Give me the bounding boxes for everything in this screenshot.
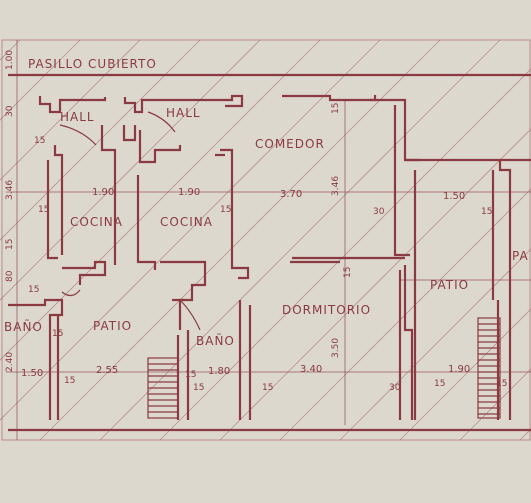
stair-outline (477, 317, 501, 419)
dim-180: 1.80 (208, 366, 230, 377)
dim-340: 3.40 (300, 364, 322, 375)
room-bano-mid: BAÑO (196, 333, 235, 348)
hatch-line (339, 248, 531, 441)
room-dormitorio: DORMITORIO (282, 303, 371, 317)
hatch-line (99, 39, 501, 441)
hatch-line (459, 368, 531, 441)
dim-150-l: 1.50 (21, 368, 43, 379)
wall-mark: 30 (389, 383, 401, 393)
wall-mark: 15 (496, 379, 507, 389)
hatch-line (399, 308, 531, 441)
dim-190-b: 1.90 (178, 187, 200, 198)
wall-mark: 15 (220, 205, 231, 215)
dimension-lines (6, 40, 531, 440)
room-hall-left: HALL (60, 110, 95, 124)
dim-v-15-left: 15 (5, 239, 15, 250)
dim-370: 3.70 (280, 189, 302, 200)
dim-v-350: 3.50 (331, 338, 341, 358)
room-patio-right: PATIO (430, 278, 469, 292)
hatch-line (0, 39, 81, 121)
wall-thickness-marks: 15 15 15 15 15 15 15 15 15 15 15 30 30 1… (28, 136, 507, 393)
hatch-line (0, 39, 201, 241)
wall-mark: 15 (481, 207, 492, 217)
dim-255: 2.55 (96, 365, 118, 376)
hatch-line (0, 39, 381, 421)
wall-mark: 30 (373, 207, 385, 217)
room-cocina-left: COCINA (70, 215, 123, 229)
hatch-line (39, 39, 441, 441)
wall-mark: 15 (38, 205, 49, 215)
door-swings (59, 111, 201, 331)
dim-190-a: 1.90 (92, 187, 114, 198)
dim-150-r: 1.50 (443, 191, 465, 202)
dim-v-15-mid: 15 (343, 267, 353, 278)
wall-mark: 15 (193, 383, 204, 393)
room-pasillo: PASILLO CUBIERTO (28, 57, 157, 71)
wall-mark: 15 (185, 370, 196, 380)
dim-v-100: 1.00 (5, 50, 15, 70)
diagonal-hatching (0, 39, 531, 441)
wall-mark: 15 (52, 329, 63, 339)
wall-mark: 15 (28, 285, 39, 295)
dim-v-346: 3.46 (331, 176, 341, 196)
walls (8, 73, 531, 432)
dim-v-30: 30 (5, 105, 15, 117)
dimension-labels: 1.90 1.90 3.70 1.50 1.50 2.55 1.80 3.40 … (5, 50, 470, 379)
hatch-line (159, 68, 531, 441)
dim-v-240: 2.40 (5, 352, 15, 372)
hatch-line (0, 39, 321, 361)
hatch-line (279, 188, 531, 441)
wall-mark: 15 (262, 383, 273, 393)
dim-190-c: 1.90 (448, 364, 470, 375)
dim-v-346-left: 3.46 (5, 180, 15, 200)
stairs (147, 317, 501, 419)
room-labels: PASILLO CUBIERTO HALL HALL COMEDOR COCIN… (4, 57, 529, 348)
dim-v-80: 80 (5, 270, 15, 282)
paper-frame (1, 39, 531, 441)
dim-v-15-top: 15 (331, 103, 341, 114)
room-bano-left: BAÑO (4, 319, 43, 334)
room-comedor: COMEDOR (255, 137, 325, 151)
room-right-edge: PA (512, 249, 529, 263)
wall-mark: 15 (64, 376, 75, 386)
wall-mark: 15 (434, 379, 445, 389)
room-hall-right: HALL (166, 106, 201, 120)
hatch-line (219, 128, 531, 441)
wall-mark: 15 (34, 136, 45, 146)
room-cocina-right: COCINA (160, 215, 213, 229)
hatch-line (0, 39, 141, 181)
room-patio-left: PATIO (93, 319, 132, 333)
hatch-line (0, 39, 261, 301)
